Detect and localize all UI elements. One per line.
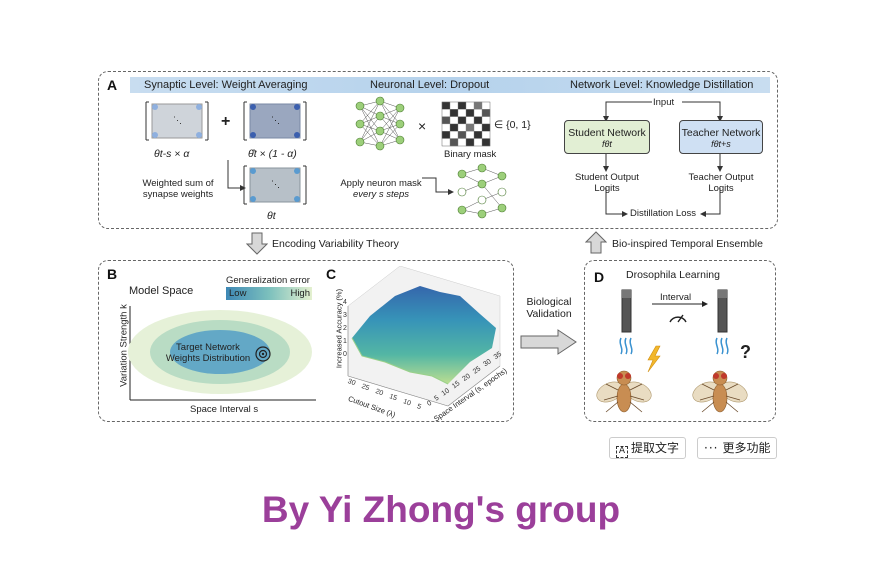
fly-left-icon xyxy=(596,370,652,413)
more-features-label: 更多功能 xyxy=(722,441,771,455)
sparse-network xyxy=(461,167,503,215)
matrix-theta-hat: ⋱ xyxy=(243,101,307,141)
matrix-theta-prev: ⋱ xyxy=(145,101,209,141)
odor-tube-left-icon xyxy=(619,289,633,355)
weighted-sum-text: Weighted sum of synapse weights xyxy=(133,178,223,200)
teacher-network-box: Teacher Network fθt+s xyxy=(679,120,763,154)
theta-t-label: θt xyxy=(267,210,276,222)
fly-right-icon xyxy=(692,370,748,413)
theta-hat-label: θ̂t × (1 - α) xyxy=(248,148,297,160)
student-logits-line2: Logits xyxy=(594,183,620,194)
z-axis-label: Increased Accuracy (%) xyxy=(334,288,344,369)
panel-c-letter: C xyxy=(326,266,337,282)
apply-mask-line2: every s steps xyxy=(353,189,409,200)
inner-ellipse xyxy=(170,330,270,374)
interval-label: Interval xyxy=(660,292,692,303)
model-space-plot xyxy=(128,306,316,401)
dense-network xyxy=(359,100,401,147)
panel-bc xyxy=(98,260,514,422)
legend-high: High xyxy=(290,288,310,299)
panel-a-letter: A xyxy=(107,77,118,93)
banner-synaptic: Synaptic Level: Weight Averaging xyxy=(144,79,308,91)
extract-text-label: 提取文字 xyxy=(631,441,680,455)
distillation-loss: Distillation Loss xyxy=(630,208,696,219)
panel-b-letter: B xyxy=(107,266,118,282)
legend-gradient: Low High xyxy=(226,287,312,300)
input-label: Input xyxy=(653,97,675,108)
student-logits-line1: Student Output xyxy=(575,172,639,183)
svg-text:⋱: ⋱ xyxy=(271,179,280,189)
teacher-logits: Teacher Output Logits xyxy=(676,172,766,194)
drosophila-title: Drosophila Learning xyxy=(626,269,720,281)
odor-tube-right-icon xyxy=(715,289,729,355)
binary-set-label: ∈ {0, 1} xyxy=(494,119,531,131)
text-scan-icon: A xyxy=(616,446,628,458)
distillation-arrows xyxy=(603,101,723,217)
z-tick: 4 xyxy=(343,299,347,306)
binary-mask-label: Binary mask xyxy=(444,149,497,160)
timer-icon xyxy=(669,314,687,323)
teacher-logits-line1: Teacher Output xyxy=(688,172,754,183)
banner-neuronal: Neuronal Level: Dropout xyxy=(370,79,490,91)
footer-credit: By Yi Zhong's group xyxy=(261,489,621,530)
target-line1: Target Network xyxy=(176,342,240,353)
bio-inspired-label: Bio-inspired Temporal Ensemble xyxy=(612,238,763,250)
weight-matrices: ⋱ ⋱ ⋱ xyxy=(145,101,307,205)
drosophila-illustration xyxy=(596,289,748,413)
panel-a xyxy=(98,71,778,229)
apply-mask-text: Apply neuron mask every s steps xyxy=(335,178,427,200)
target-line2: Weights Distribution xyxy=(165,353,251,364)
more-dots-icon: ··· xyxy=(704,441,719,455)
theta-prev-label: θt-s × α xyxy=(154,148,190,160)
encoding-label: Encoding Variability Theory xyxy=(272,238,399,250)
teacher-logits-line2: Logits xyxy=(708,183,734,194)
validation-label: Biological Validation xyxy=(518,296,580,320)
x-axis-label: Space Interval s xyxy=(190,404,259,415)
teacher-network-label: Teacher Network xyxy=(681,127,761,139)
z-tick: 2 xyxy=(343,325,347,332)
question-mark: ? xyxy=(740,342,751,362)
neural-networks xyxy=(355,96,507,219)
svg-text:⋱: ⋱ xyxy=(271,115,280,125)
student-symbol: fθt xyxy=(602,139,612,149)
z-tick: 1 xyxy=(343,338,347,345)
surface-mesh xyxy=(352,286,496,384)
z-tick: 3 xyxy=(343,312,347,319)
legend-low: Low xyxy=(229,288,247,299)
weighted-sum-line2: synapse weights xyxy=(142,189,214,200)
z-tick-labels: 4 3 2 1 0 xyxy=(343,296,347,361)
student-logits: Student Output Logits xyxy=(562,172,652,194)
legend-title: Generalization error xyxy=(226,275,310,286)
banner-network: Network Level: Knowledge Distillation xyxy=(570,79,754,91)
binary-mask-grid xyxy=(441,101,491,147)
weighted-sum-line1: Weighted sum of xyxy=(142,178,214,189)
panel-d-letter: D xyxy=(594,269,605,285)
validation-line2: Validation xyxy=(526,308,572,320)
y-axis-label: Variation Strength k xyxy=(118,304,130,387)
surface-plot xyxy=(347,266,501,407)
times-sign: × xyxy=(418,118,427,134)
target-distribution: Target Network Weights Distribution xyxy=(160,342,256,364)
bio-inspired-arrow xyxy=(585,231,607,254)
target-icon xyxy=(255,346,271,362)
level-banner: Synaptic Level: Weight Averaging Neurona… xyxy=(130,77,770,93)
svg-text:⋱: ⋱ xyxy=(173,115,182,125)
model-space-title: Model Space xyxy=(129,285,194,297)
apply-mask-line1: Apply neuron mask xyxy=(340,178,422,189)
matrix-theta-t: ⋱ xyxy=(243,165,307,205)
panel-d xyxy=(584,260,776,422)
validation-line1: Biological xyxy=(526,296,572,308)
validation-arrow xyxy=(520,329,577,355)
z-tick: 0 xyxy=(343,351,347,358)
student-network-label: Student Network xyxy=(568,127,646,139)
student-network-box: Student Network fθt xyxy=(564,120,650,154)
shock-icon xyxy=(647,345,661,373)
teacher-symbol: fθt+s xyxy=(711,139,731,149)
plus-sign: + xyxy=(221,113,231,130)
encoding-arrow xyxy=(246,232,268,255)
more-features-button[interactable]: ···更多功能 xyxy=(697,437,778,459)
